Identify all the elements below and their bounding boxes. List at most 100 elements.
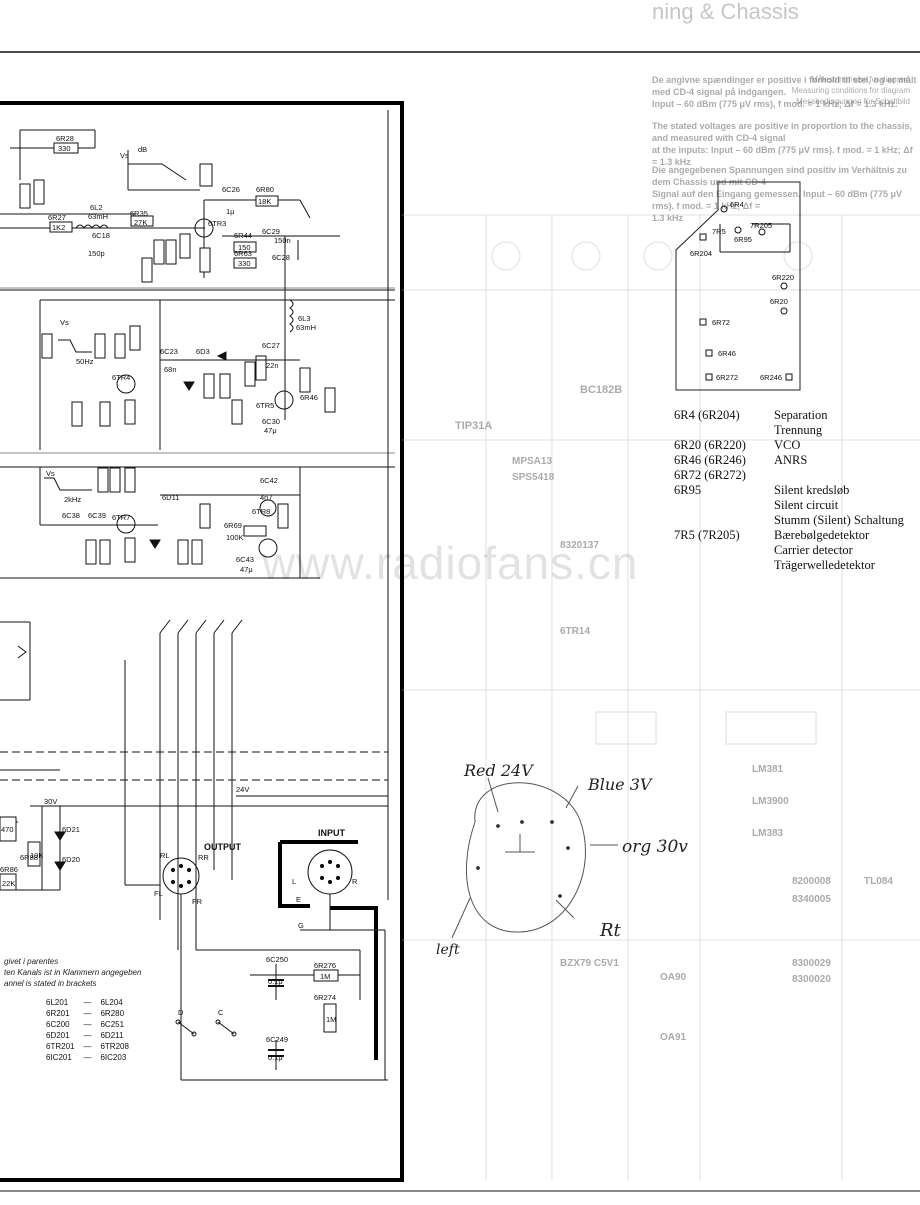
table-cell: 6TR201 [46, 1042, 75, 1051]
pcb-label-6r4: 6R4 [730, 200, 744, 209]
legend-ref: 6R95 [674, 483, 702, 497]
table-cell: — [83, 1053, 92, 1062]
label-6r276: 6R276 [314, 961, 336, 970]
table-cell: — [83, 1009, 92, 1018]
english-note-line: The stated voltages are positive in prop… [652, 121, 913, 143]
label-6r46: 6R46 [300, 393, 318, 402]
legend-functions: Separation Trennung [774, 408, 827, 438]
value-6c23: 68n [164, 365, 177, 374]
label-2khz: 2kHz [64, 495, 81, 504]
table-cell: 6D201 [46, 1031, 70, 1040]
legend-row: 6R20 (6R220) VCO [674, 438, 920, 453]
table-row: 6TR201—6TR208 [46, 1041, 138, 1052]
table-cell: — [83, 1042, 92, 1051]
channel-equivalence-note: givet i parentes ten Kanals ist in Klamm… [4, 956, 204, 1063]
faint-table-cell: 8200008 [792, 876, 831, 887]
legend-function: Trägerwelledetektor [774, 558, 875, 572]
label-e: E [296, 895, 301, 904]
label-g: G [298, 921, 304, 930]
label-switch-d: D [178, 1008, 184, 1017]
label-6c18: 6C18 [92, 231, 110, 240]
german-note: Die angegebenen Spannungen sind positiv … [652, 164, 920, 224]
legend-functions: Silent kredsløb Silent circuit Stumm (Si… [774, 483, 904, 528]
table-cell: 6L204 [100, 998, 123, 1007]
label-6tr3: 6TR3 [208, 219, 226, 228]
handwritten-org-30v: org 30v [622, 837, 688, 857]
input-connector-label: INPUT [318, 828, 346, 838]
label-l: L [292, 877, 296, 886]
faint-table-cell: 6TR14 [560, 626, 591, 637]
table-row: 6D201 — 6D211 [46, 1030, 138, 1041]
label-6c250: 6C250 [266, 955, 288, 964]
label-6c39: 6C39 [88, 511, 106, 520]
value-6c43: 47μ [240, 565, 253, 574]
table-cell: 6D211 [100, 1031, 124, 1040]
value-6c29: 150n [274, 236, 291, 245]
value-6r28: 330 [58, 144, 71, 153]
function-legend: 6R4 (6R204) Separation Trennung 6R20 (6R… [674, 408, 920, 573]
label-30v: 30V [44, 797, 57, 806]
watermark: www.radiofans.cn [262, 537, 639, 589]
german-note-line: Signal auf den Eingang gemessen. Input –… [652, 189, 903, 211]
label-6r44: 6R44 [234, 231, 252, 240]
danish-note-line: Input – 60 dBm (775 μV rms), f mod. = 1 … [652, 99, 898, 109]
english-note-line: at the inputs: Input – 60 dBm (775 μV rm… [652, 145, 913, 167]
table-row: 6IC201—6IC203 [46, 1052, 138, 1063]
value-6c249: 0.1μ [268, 1053, 283, 1062]
faint-table-cell: BC182B [580, 384, 623, 396]
table-row: 6C200—6C251 [46, 1019, 138, 1030]
table-cell: — [83, 1020, 92, 1029]
label-6c28: 6C28 [272, 253, 290, 262]
faint-table-cell: TL084 [864, 876, 893, 887]
legend-row: 6R72 (6R272) [674, 468, 920, 483]
table-cell: 6C251 [100, 1020, 125, 1029]
handwritten-rt: Rt [599, 920, 622, 941]
label-vs: Vs [120, 151, 129, 160]
label-6r88: 6R88 [20, 853, 38, 862]
english-note: The stated voltages are positive in prop… [652, 120, 920, 168]
faint-table-cell: LM383 [752, 828, 784, 839]
value-470: 470 [1, 825, 14, 834]
frame-border [0, 101, 404, 1182]
label-6r80: 6R80 [256, 185, 274, 194]
pcb-label-7r205: 7R205 [750, 221, 772, 230]
table-row: 6R201—6R280 [46, 1008, 138, 1019]
label-6c249: 6C249 [266, 1035, 288, 1044]
label-6c30: 6C30 [262, 417, 280, 426]
table-row: 6L201—6L204 [46, 997, 138, 1008]
component-labels: 6R28 330 6R27 1K2 6L2 63mH 6C18 150p 6R3… [0, 134, 794, 1062]
label-6tr7: 6TR7 [112, 513, 130, 522]
label-6c42: 6C42 [260, 476, 278, 485]
equivalence-header-line: annel is stated in brackets [4, 979, 97, 988]
label-6r86: 6R86 [0, 865, 18, 874]
value-6r35: 27K [134, 218, 147, 227]
label-r: R [352, 877, 358, 886]
legend-function: Trennung [774, 423, 823, 437]
table-cell: 6IC201 [46, 1053, 72, 1062]
legend-function: Separation [774, 408, 828, 422]
value-6c42: 4n7 [260, 493, 273, 502]
value-6r69: 100K [226, 533, 244, 542]
faint-table-cell: OA91 [660, 1032, 687, 1043]
value-6c26: 1μ [226, 207, 235, 216]
label-6d21: 6D21 [62, 825, 80, 834]
table-cell: 6R280 [100, 1009, 125, 1018]
value-6c27: 22n [266, 361, 279, 370]
label-6c43: 6C43 [236, 555, 254, 564]
pcb-label-6r220: 6R220 [772, 273, 794, 282]
label-6tr5: 6TR5 [256, 401, 274, 410]
label-6r35: 6R35 [130, 209, 148, 218]
label-6r69: 6R69 [224, 521, 242, 530]
value-6r27: 1K2 [52, 223, 65, 232]
legend-row: 6R46 (6R246) ANRS [674, 453, 920, 468]
danish-note: De angivne spændinger er positive i forh… [652, 74, 920, 110]
pcb-label-6r20: 6R20 [770, 297, 788, 306]
legend-row: 6R95 Silent kredsløb Silent circuit Stum… [674, 483, 920, 528]
label-50hz: 50Hz [76, 357, 94, 366]
equivalence-table: 6L201—6L204 6R201—6R280 6C200—6C251 6D20… [46, 997, 138, 1063]
label-switch-c: C [218, 1008, 224, 1017]
legend-functions: ANRS [774, 453, 807, 468]
label-6l2: 6L2 [90, 203, 103, 212]
table-cell: — [83, 1031, 92, 1040]
legend-function: Silent kredsløb [774, 483, 850, 497]
